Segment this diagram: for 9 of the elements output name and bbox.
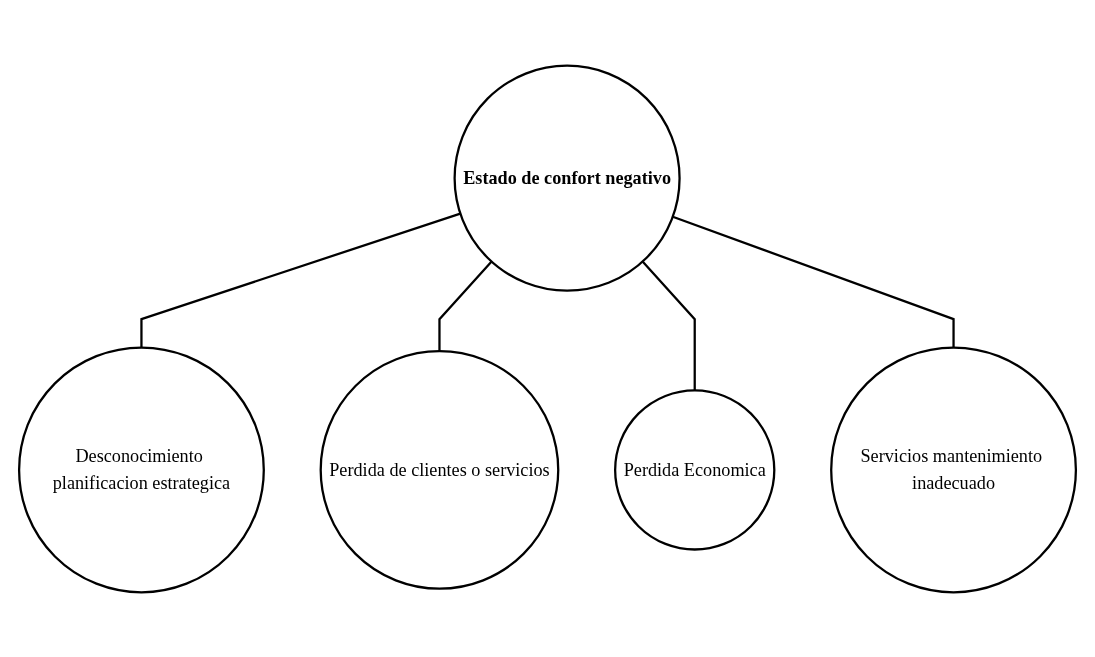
- connector: [641, 260, 696, 390]
- connector: [438, 260, 493, 351]
- connector: [672, 215, 955, 348]
- node-circle: Desconocimiento planificacion estrategica: [17, 345, 265, 593]
- connector: [140, 211, 461, 348]
- node-circle: Perdida de clientes o servicios: [319, 349, 560, 590]
- node-circle: Perdida Economica: [614, 388, 776, 551]
- node-circle: Estado de confort negativo: [453, 64, 681, 292]
- node-circle: Servicios mantenimiento inadecuado: [830, 345, 1078, 593]
